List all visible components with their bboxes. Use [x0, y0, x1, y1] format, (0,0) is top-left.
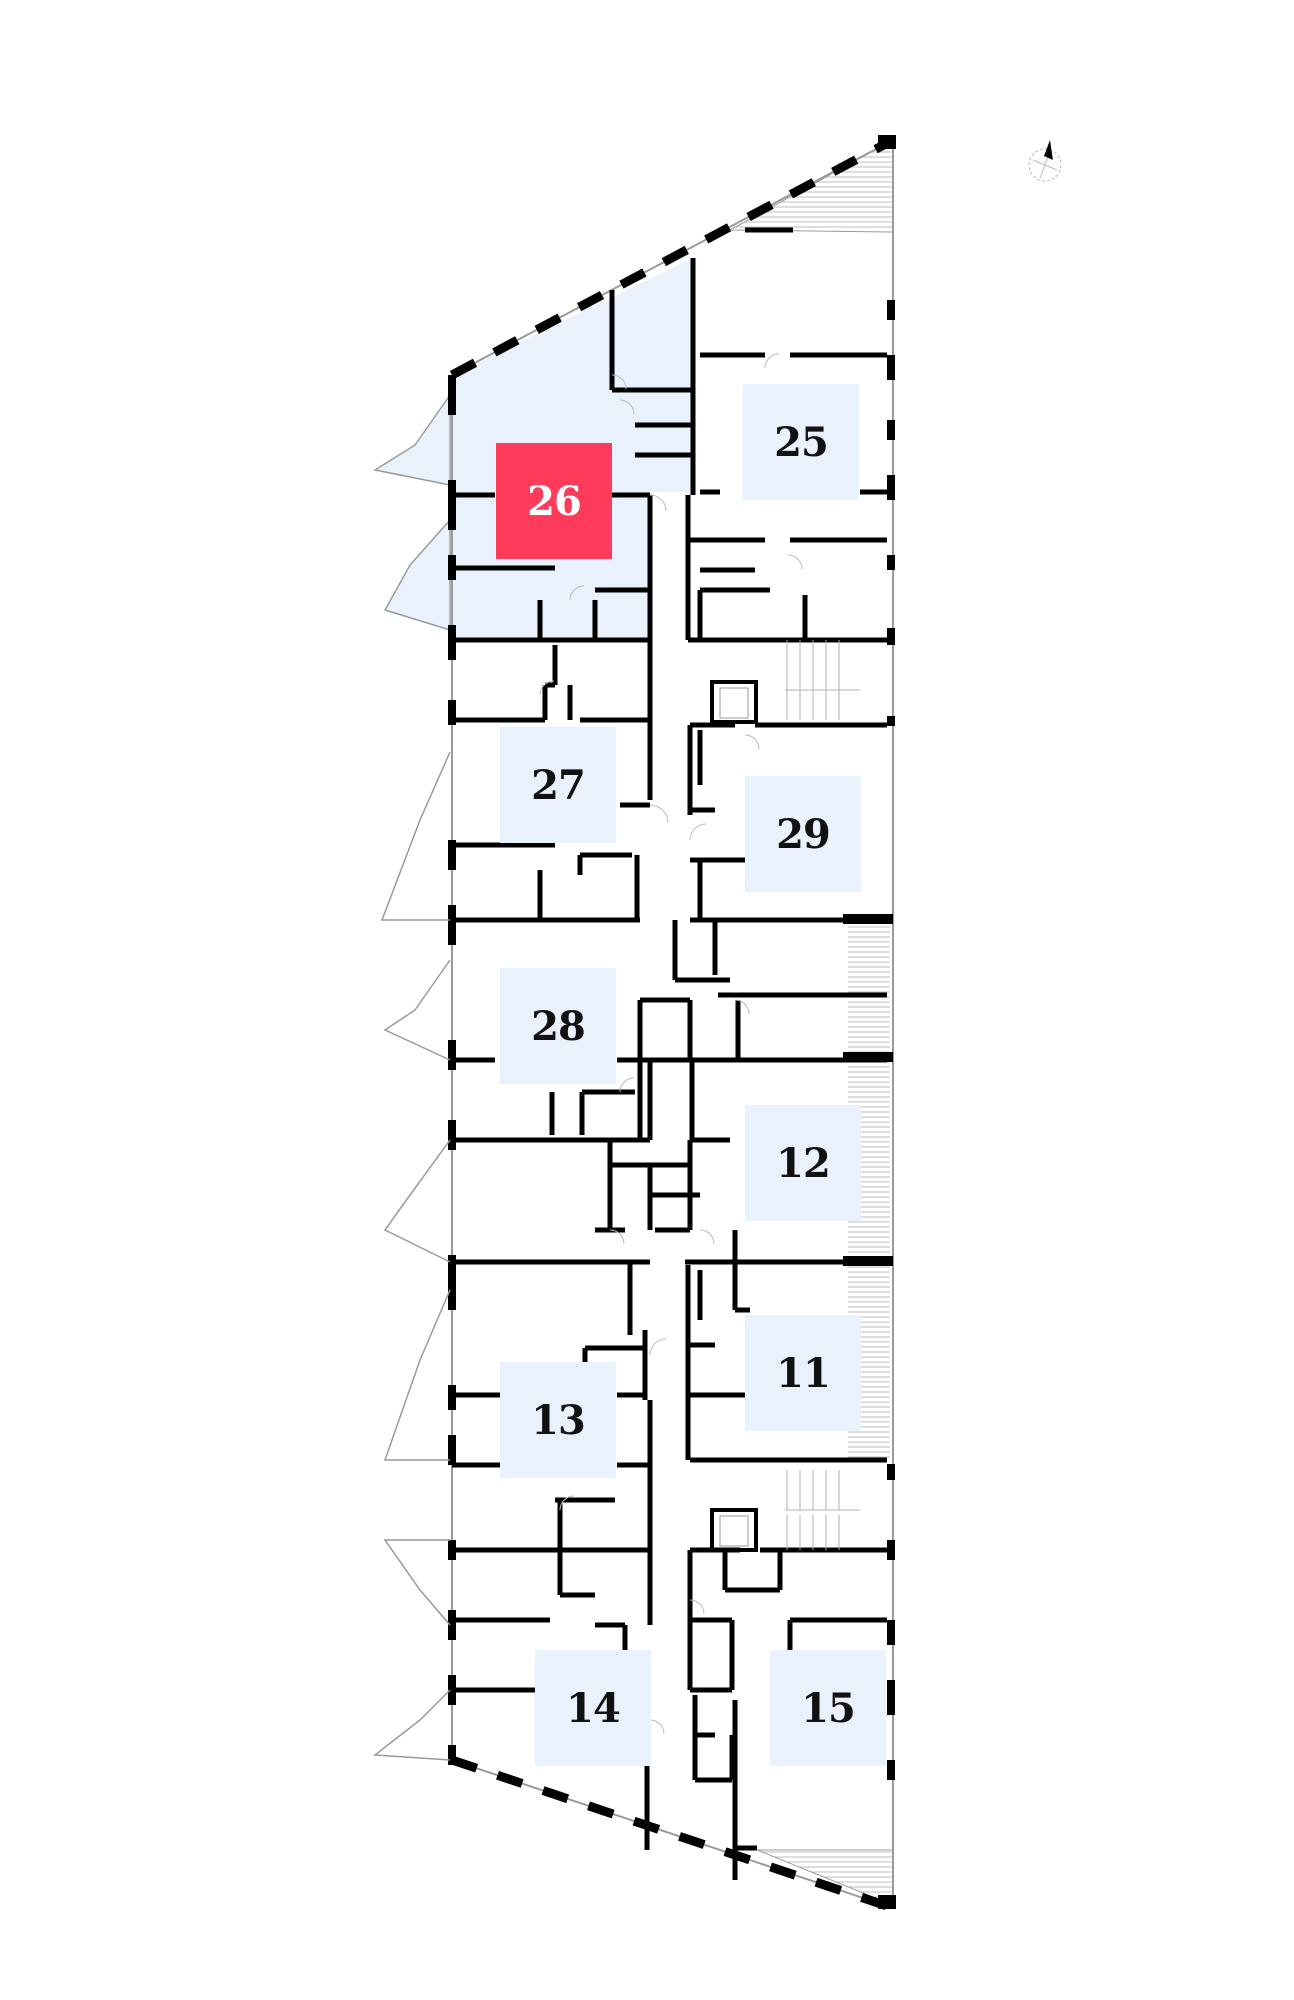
apartment-label-13[interactable]: 13: [500, 1362, 616, 1478]
apartment-label-29[interactable]: 29: [745, 776, 861, 892]
interior-walls: [452, 227, 887, 1880]
apartment-label-25[interactable]: 25: [743, 384, 859, 500]
apartment-number: 26: [527, 477, 582, 525]
apartment-label-27[interactable]: 27: [500, 727, 616, 843]
apartment-label-28[interactable]: 28: [500, 968, 616, 1084]
elevator-icon: [710, 1508, 758, 1552]
elevator-icon: [710, 680, 758, 724]
apartment-number: 13: [531, 1396, 586, 1444]
apartment-number: 11: [776, 1349, 831, 1397]
exterior-wall-bottom: [450, 1755, 895, 1913]
door-swings: [539, 353, 803, 1735]
apartment-number: 25: [774, 418, 829, 466]
apartment-label-12[interactable]: 12: [745, 1105, 861, 1221]
staircase: [785, 640, 860, 1550]
apartment-number: 28: [531, 1002, 586, 1050]
exterior-wall-top: [449, 136, 896, 379]
apartment-label-15[interactable]: 15: [770, 1650, 886, 1766]
apartment-number: 27: [531, 761, 586, 809]
apartment-label-26[interactable]: 26: [496, 443, 612, 559]
apartment-number: 14: [566, 1684, 621, 1732]
apartment-label-14[interactable]: 14: [535, 1650, 651, 1766]
apartment-number: 15: [801, 1684, 856, 1732]
apartment-number: 12: [776, 1139, 831, 1187]
balconies-left: [372, 751, 451, 1761]
loggia: [848, 918, 890, 1056]
balcony: [373, 392, 451, 486]
apartment-number: 29: [776, 810, 831, 858]
balcony: [383, 518, 451, 632]
apartment-label-11[interactable]: 11: [745, 1315, 861, 1431]
north-arrow-icon: [1028, 140, 1062, 182]
